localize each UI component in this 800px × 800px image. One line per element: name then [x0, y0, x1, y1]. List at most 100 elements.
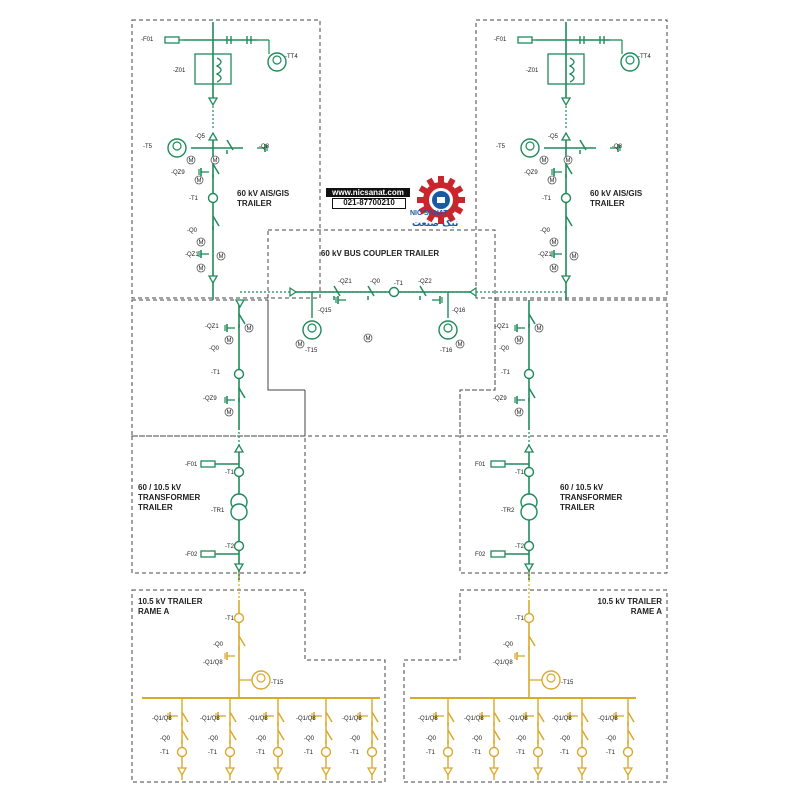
current-transformer-icon — [233, 540, 245, 552]
label: -T15 — [305, 348, 318, 354]
ais-title: 60 kV AIS/GIS — [590, 189, 643, 198]
label: -T1 — [189, 196, 199, 202]
frame-mv-right — [403, 589, 668, 783]
gear-tooth — [457, 197, 465, 203]
frame-ais-right — [475, 19, 668, 299]
motor-label: M — [227, 410, 232, 416]
switch-blade — [493, 711, 501, 723]
gear-tooth — [438, 216, 444, 224]
arrow-down-icon — [576, 767, 588, 777]
label: -Q1/Q8 — [493, 660, 513, 666]
motor-label: M — [197, 178, 202, 184]
vt-winding — [256, 673, 266, 683]
motor-icon — [455, 339, 465, 349]
frame-mid-right — [459, 299, 668, 437]
frame-tr-left — [131, 435, 306, 574]
switch-blade — [238, 313, 246, 325]
arrow-down-icon — [622, 767, 634, 777]
label: -T1 — [211, 370, 221, 376]
switch-blade — [528, 635, 536, 647]
arrow-up-icon — [233, 443, 245, 453]
motor-icon — [363, 333, 373, 343]
frame-mid-left — [131, 299, 306, 437]
motor-label: M — [458, 342, 463, 348]
switch-blade — [277, 729, 285, 741]
label: -Q1/Q8 — [418, 716, 438, 722]
frame-tr-right — [459, 435, 668, 574]
label: -Q0 — [606, 736, 617, 742]
label: -QZ2 — [418, 279, 432, 285]
motor-icon — [210, 155, 220, 165]
label: -T1 — [560, 750, 570, 756]
label: -QZ1 — [495, 324, 509, 330]
switch-blade — [565, 163, 573, 175]
coil-icon — [215, 57, 222, 83]
voltage-transformer-icon — [251, 670, 271, 690]
fuse-icon — [200, 460, 216, 468]
switch-blade — [581, 711, 589, 723]
transformer-title: TRAILER — [138, 503, 173, 512]
current-transformer-icon — [224, 746, 236, 758]
gear-logo-icon — [417, 176, 465, 224]
arrow-down-icon — [442, 767, 454, 777]
arrow-down-icon — [207, 275, 219, 285]
current-transformer-icon — [176, 746, 188, 758]
motor-icon — [549, 263, 559, 273]
current-transformer-icon — [366, 746, 378, 758]
label: -Q0 — [516, 736, 527, 742]
switch-blade — [181, 729, 189, 741]
vt-winding — [443, 323, 453, 333]
label: -T1 — [256, 750, 266, 756]
current-transformer-icon — [576, 746, 588, 758]
switch-blade — [493, 729, 501, 741]
ais-title: TRAILER — [590, 199, 625, 208]
label: -T1 — [225, 616, 235, 622]
label: -Q1/Q8 — [296, 716, 316, 722]
label: -F02 — [185, 552, 198, 558]
current-transformer-icon — [532, 746, 544, 758]
label: -QZ1 — [205, 324, 219, 330]
motor-icon — [295, 339, 305, 349]
logo-website: www.nicsanat.com — [326, 188, 410, 197]
motor-label: M — [566, 158, 571, 164]
label: -T15 — [561, 680, 574, 686]
arrow-down-icon — [560, 275, 572, 285]
voltage-transformer-icon — [302, 320, 322, 340]
label: -F01 — [185, 462, 198, 468]
motor-label: M — [366, 336, 371, 342]
voltage-transformer-icon — [620, 52, 640, 72]
label: -Z01 — [173, 68, 186, 74]
motor-icon — [539, 155, 549, 165]
label: -Q5 — [195, 134, 206, 140]
current-transformer-icon — [560, 192, 572, 204]
label: -Q1/Q8 — [203, 660, 223, 666]
label: -Q0 — [213, 642, 224, 648]
switch-blade — [371, 711, 379, 723]
logo-brand: NIC SANAT — [410, 210, 448, 217]
frame-ais-left — [131, 19, 321, 299]
motor-icon — [196, 237, 206, 247]
label: -T1 — [350, 750, 360, 756]
label: -QZ1 — [538, 252, 552, 258]
label: -QZ9 — [493, 396, 507, 402]
label: -Q0 — [350, 736, 361, 742]
motor-label: M — [213, 158, 218, 164]
motor-icon — [194, 175, 204, 185]
current-transformer-icon — [523, 612, 535, 624]
switch-blade — [565, 215, 573, 227]
mv-title: 10.5 kV TRAILER — [598, 597, 663, 606]
motor-label: M — [572, 254, 577, 260]
label: -TT4 — [638, 54, 651, 60]
label: -T1 — [160, 750, 170, 756]
label: -Q1/Q8 — [152, 716, 172, 722]
motor-label: M — [537, 326, 542, 332]
label: -T5 — [143, 144, 153, 150]
switch-blade — [581, 729, 589, 741]
fuse-icon — [490, 550, 506, 558]
motor-icon — [569, 251, 579, 261]
current-transformer-icon — [488, 746, 500, 758]
arrow-down-icon — [224, 767, 236, 777]
motor-icon — [186, 155, 196, 165]
label: -Q0 — [256, 736, 267, 742]
